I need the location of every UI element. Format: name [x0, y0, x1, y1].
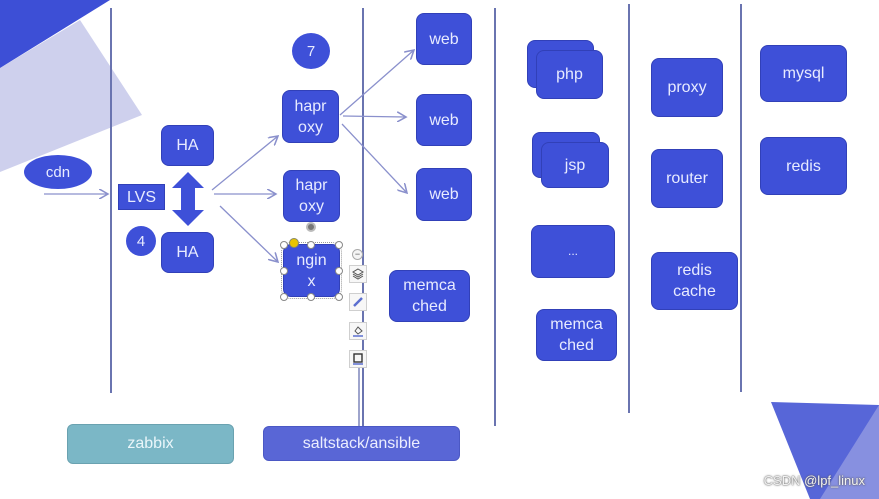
arrow-haproxy-to-web-3 — [341, 123, 407, 193]
web-2-label: web — [429, 111, 459, 129]
haproxy-2-label: hapr oxy — [295, 177, 328, 215]
layers-button[interactable] — [349, 265, 367, 283]
resize-handle-bl[interactable] — [280, 293, 288, 301]
ha-top-node[interactable]: HA — [161, 125, 214, 166]
collapse-button[interactable]: − — [352, 249, 363, 260]
badge-4-label: 4 — [136, 232, 146, 250]
arrow-haproxy-to-web-1 — [339, 50, 414, 116]
resize-handle-br[interactable] — [335, 293, 343, 301]
proxy-label: proxy — [667, 79, 707, 96]
ha-top-label: HA — [176, 137, 199, 154]
dark-triangle-top-left — [0, 0, 110, 68]
nginx-node[interactable]: ngin x — [281, 242, 342, 299]
saltstack-label: saltstack/ansible — [302, 434, 421, 452]
divider-line-3 — [494, 8, 496, 426]
pen-icon — [353, 297, 363, 307]
cdn-node[interactable]: cdn — [24, 155, 92, 189]
bidirectional-arrow-icon — [172, 172, 204, 226]
redis-node[interactable]: redis — [760, 137, 847, 195]
badge-7-label: 7 — [306, 42, 316, 60]
memcached-2-label: memca ched — [550, 316, 603, 354]
web-3-label: web — [429, 186, 459, 203]
watermark: CSDN @lpf_linux — [763, 473, 865, 488]
adjust-handle-icon[interactable] — [289, 238, 299, 248]
ellipsis-label: ... — [567, 244, 578, 258]
rotate-handle[interactable] — [306, 222, 316, 232]
arrow-haproxy-to-web-2 — [342, 116, 406, 117]
php-node[interactable]: php — [536, 50, 603, 99]
outline-icon — [353, 353, 363, 365]
redis-cache-label: redis cache — [673, 262, 716, 300]
web-node-2[interactable]: web — [416, 94, 472, 146]
fill-button[interactable] — [349, 322, 367, 340]
web-node-1[interactable]: web — [416, 13, 472, 65]
divider-line-5 — [740, 4, 742, 392]
zabbix-box[interactable]: zabbix — [67, 424, 234, 464]
haproxy-node-1[interactable]: hapr oxy — [282, 90, 339, 143]
jsp-label: jsp — [564, 156, 586, 174]
haproxy-node-2[interactable]: hapr oxy — [283, 170, 340, 222]
nginx-label: ngin x — [296, 251, 327, 290]
memcached-1-label: memca ched — [403, 277, 456, 315]
ha-bottom-label: HA — [176, 244, 199, 261]
memcached-node-1[interactable]: memca ched — [389, 270, 470, 322]
lvs-label: LVS — [126, 188, 157, 206]
outline-button[interactable] — [349, 350, 367, 368]
divider-line-1 — [110, 8, 112, 393]
web-1-label: web — [429, 30, 459, 48]
redis-cache-node[interactable]: redis cache — [651, 252, 738, 310]
layers-icon — [352, 268, 364, 280]
light-triangle-top-left — [0, 20, 142, 172]
php-label: php — [556, 66, 583, 83]
resize-handle-mr[interactable] — [335, 267, 343, 275]
zabbix-label: zabbix — [127, 435, 174, 452]
fill-bucket-icon — [353, 326, 363, 337]
ha-bottom-node[interactable]: HA — [161, 232, 214, 273]
divider-line-4 — [628, 4, 630, 413]
lvs-node[interactable]: LVS — [118, 184, 165, 210]
resize-handle-tr[interactable] — [335, 241, 343, 249]
badge-4: 4 — [126, 226, 156, 256]
badge-7: 7 — [292, 33, 330, 69]
saltstack-box[interactable]: saltstack/ansible — [263, 426, 460, 461]
pen-button[interactable] — [349, 293, 367, 311]
redis-label: redis — [786, 157, 821, 175]
cdn-label: cdn — [45, 163, 71, 181]
router-label: router — [666, 170, 708, 187]
resize-handle-tl[interactable] — [280, 241, 288, 249]
proxy-node[interactable]: proxy — [651, 58, 723, 117]
arrow-lvs-to-haproxy-1 — [211, 136, 278, 191]
mysql-label: mysql — [782, 65, 825, 82]
ellipsis-node[interactable]: ... — [531, 225, 615, 278]
resize-handle-ml[interactable] — [280, 267, 288, 275]
jsp-node[interactable]: jsp — [541, 142, 609, 188]
resize-handle-tm[interactable] — [307, 241, 315, 249]
haproxy-1-label: hapr oxy — [294, 97, 327, 136]
mysql-node[interactable]: mysql — [760, 45, 847, 102]
arrow-lvs-to-nginx — [219, 205, 278, 262]
divider-line-2 — [362, 8, 364, 428]
router-node[interactable]: router — [651, 149, 723, 208]
web-node-3[interactable]: web — [416, 168, 472, 221]
memcached-node-2[interactable]: memca ched — [536, 309, 617, 361]
resize-handle-bm[interactable] — [307, 293, 315, 301]
light-triangle-bottom-right — [820, 405, 879, 499]
